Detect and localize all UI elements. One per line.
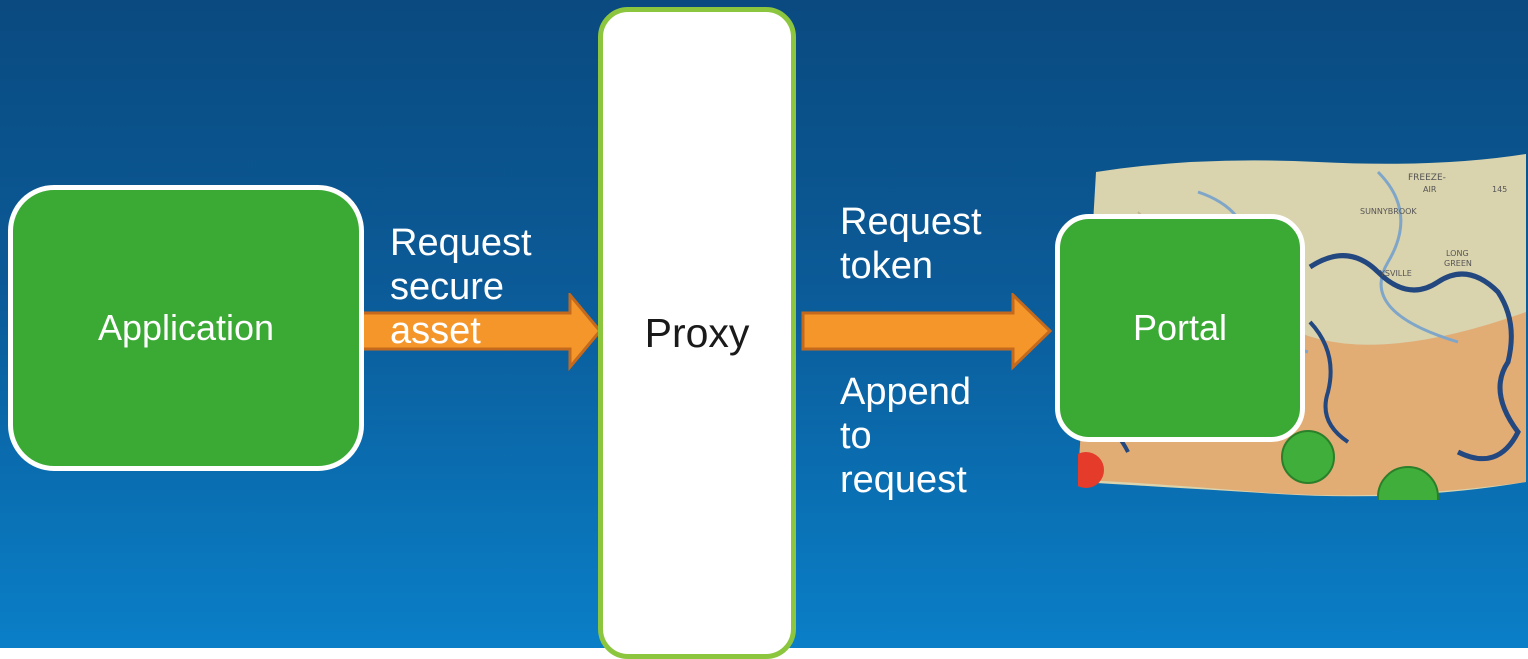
edge-label-request-secure-asset: Request secure asset	[390, 221, 532, 353]
edge-label-line: asset	[390, 310, 481, 352]
map-label: FREEZE-	[1408, 173, 1446, 183]
edge-label-line: Append	[840, 371, 972, 413]
edge-label-line: Request	[390, 222, 532, 264]
edge-label-request-token: Request token	[840, 200, 982, 288]
application-node: Application	[8, 185, 364, 471]
edge-label-line: to	[840, 415, 872, 457]
map-label: SUNNYBROOK	[1360, 207, 1417, 216]
edge-label-line: token	[840, 245, 933, 287]
edge-label-line: secure	[390, 266, 505, 308]
portal-node: Portal	[1055, 214, 1305, 442]
proxy-label: Proxy	[644, 309, 750, 356]
map-label: LONG	[1446, 249, 1469, 258]
map-marker	[1377, 466, 1439, 500]
arrow-app-to-proxy	[355, 293, 602, 372]
map-marker	[1281, 430, 1335, 484]
map-label: GREEN	[1444, 259, 1472, 268]
map-marker-red	[1078, 452, 1104, 488]
application-label: Application	[97, 307, 275, 348]
proxy-node: Proxy	[598, 7, 796, 659]
map-label: YSVILLE	[1379, 269, 1412, 278]
edge-label-line: request	[840, 459, 967, 501]
portal-label: Portal	[1132, 307, 1228, 348]
arrow-proxy-to-portal	[801, 293, 1053, 371]
map-label: 145	[1492, 185, 1507, 194]
edge-label-append-to-request: Append to request	[840, 370, 971, 502]
edge-label-line: Request	[840, 201, 982, 243]
map-label: AIR	[1423, 185, 1437, 194]
